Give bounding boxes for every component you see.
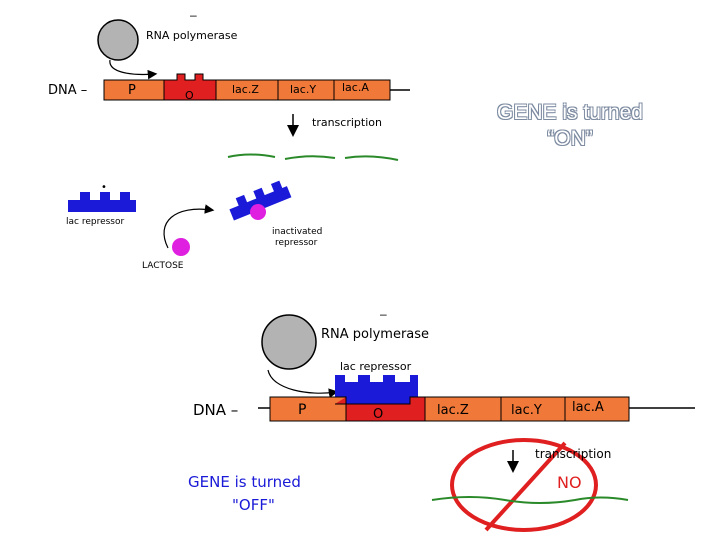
top-panel: – RNA polymerase DNA – P O lac.Z lac.Y l… xyxy=(48,8,410,271)
top-inactivated-repressor-icon xyxy=(229,180,292,221)
top-lactose-binding-arrow xyxy=(163,204,215,249)
bottom-dna-label: DNA – xyxy=(193,401,238,419)
top-gene-lacy-label: lac.Y xyxy=(290,83,316,96)
gene-on-line2: “ON” xyxy=(547,127,593,150)
top-bound-lactose-icon xyxy=(250,204,266,220)
no-sign-slash xyxy=(484,441,567,532)
bottom-rna-polymerase-icon xyxy=(261,314,317,370)
bottom-mrna-strand xyxy=(431,496,629,504)
bottom-gene-lacz-label: lac.Z xyxy=(437,403,469,418)
top-lac-repressor-icon xyxy=(68,192,136,212)
top-promoter-label: P xyxy=(128,83,136,98)
gene-off-line2: "OFF" xyxy=(232,496,275,514)
top-polymerase-arrow xyxy=(109,59,158,80)
top-gene-lacz-label: lac.Z xyxy=(232,83,259,96)
bottom-rna-polymerase-label: RNA polymerase xyxy=(321,327,429,342)
bottom-gene-laca xyxy=(564,396,630,422)
top-lac-repressor-label: lac repressor xyxy=(66,217,125,227)
bottom-promoter-box xyxy=(269,396,347,422)
gene-off-line1: GENE is turned xyxy=(188,473,301,491)
top-dash: – xyxy=(190,8,197,22)
top-lactose-icon xyxy=(172,238,190,256)
bottom-lac-repressor-icon xyxy=(335,375,418,404)
bottom-lac-repressor-label: lac repressor xyxy=(340,360,412,373)
bottom-transcription-label: transcription xyxy=(535,447,611,461)
no-label: NO xyxy=(557,473,582,492)
top-rna-polymerase-icon xyxy=(97,19,139,61)
gene-on-line1: GENE is turned xyxy=(497,101,643,124)
top-inactivated-label-2: repressor xyxy=(275,238,318,248)
top-mrna-strand xyxy=(227,153,399,161)
top-inactivated-label-1: inactivated xyxy=(272,227,322,237)
top-operator-label: O xyxy=(185,89,194,102)
top-transcription-label: transcription xyxy=(312,116,382,129)
bottom-dash: – xyxy=(380,307,387,321)
no-sign-circle xyxy=(450,438,598,532)
top-dna-label: DNA – xyxy=(48,83,87,98)
bottom-gene-lacz xyxy=(424,396,502,422)
bottom-gene-lacy-label: lac.Y xyxy=(511,403,542,418)
bottom-panel: – RNA polymerase lac repressor DNA – P O… xyxy=(188,307,695,532)
top-gene-laca xyxy=(333,79,391,101)
gene-on-label: GENE is turned “ON” xyxy=(470,100,670,152)
bottom-promoter-label: P xyxy=(298,402,306,418)
top-repressor-dot: • xyxy=(101,182,107,193)
bottom-gene-lacy xyxy=(500,396,566,422)
bottom-polymerase-arrow xyxy=(267,369,339,398)
bottom-gene-laca-label: lac.A xyxy=(572,400,604,415)
top-gene-laca-label: lac.A xyxy=(342,81,369,94)
top-rna-polymerase-label: RNA polymerase xyxy=(146,29,238,42)
bottom-operator-label: O xyxy=(373,407,383,422)
top-lactose-label: LACTOSE xyxy=(142,261,184,271)
